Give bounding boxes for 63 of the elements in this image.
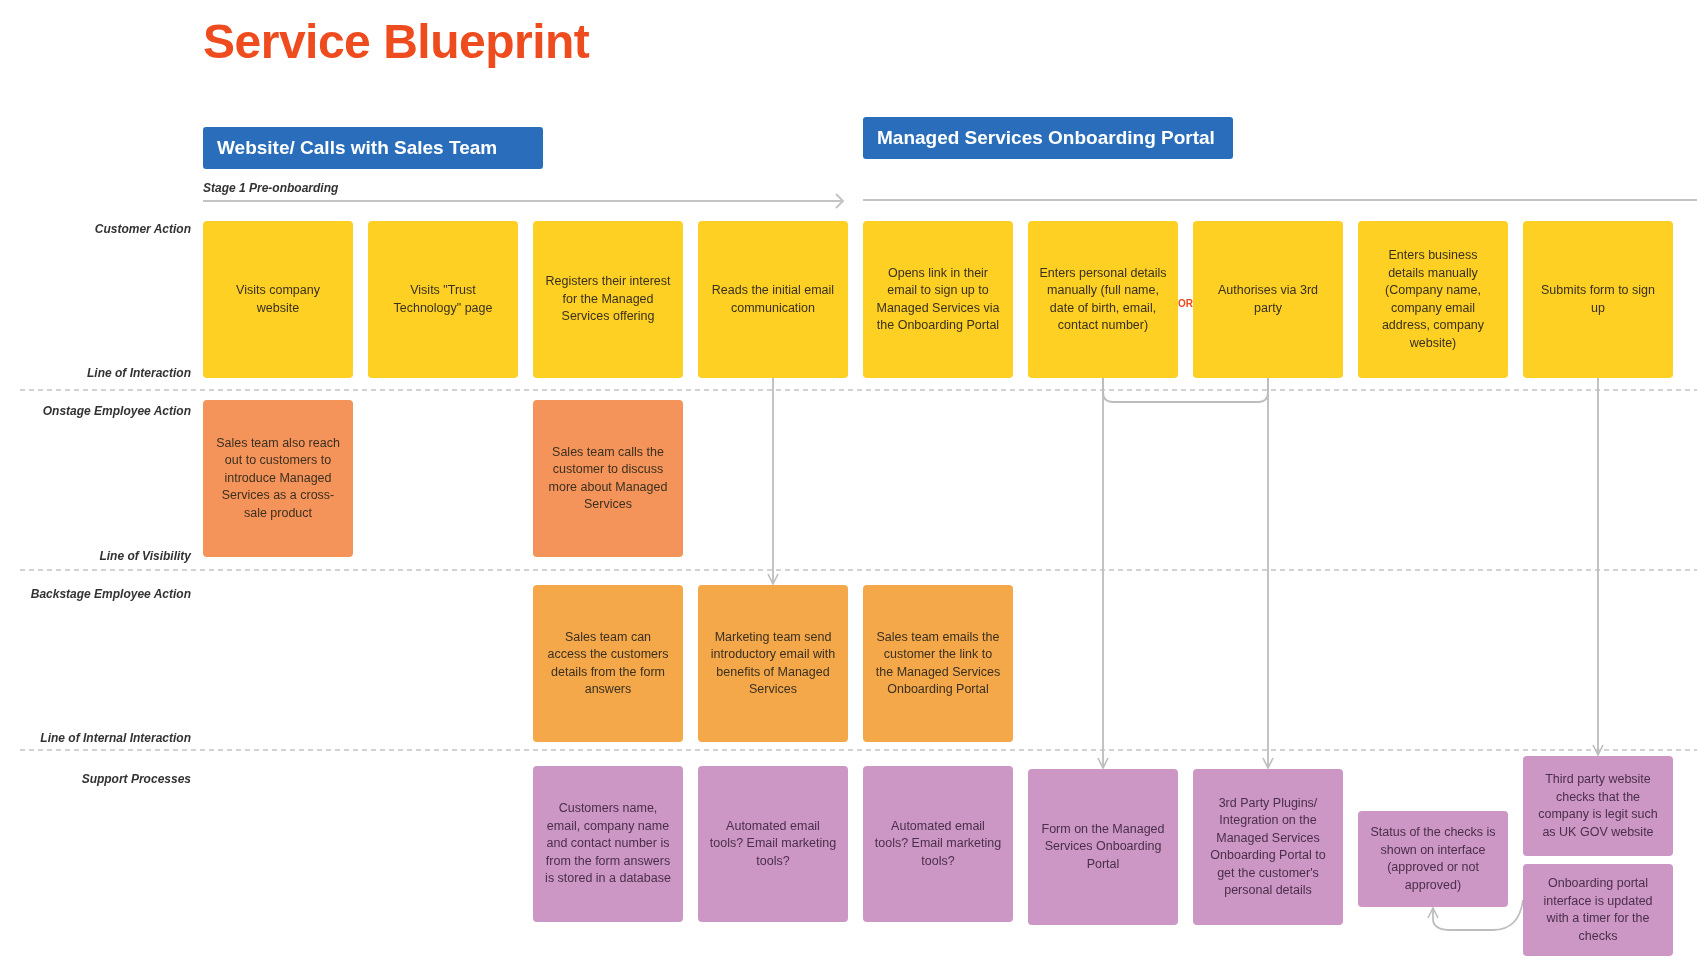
arrow bbox=[1097, 377, 1109, 769]
note-text: Onboarding portal interface is updated with a timer for the checks bbox=[1542, 875, 1654, 945]
note-text: Form on the Managed Services Onboarding Portal bbox=[1040, 820, 1166, 873]
sticky-note bbox=[863, 766, 1013, 922]
arrow bbox=[1592, 377, 1604, 756]
arrow bbox=[1427, 899, 1524, 931]
sticky-note bbox=[203, 400, 353, 557]
note-text: Enters business details manually (Company name, company email address, company website) bbox=[1380, 247, 1486, 352]
sticky-note bbox=[698, 585, 848, 742]
sticky-note bbox=[863, 585, 1013, 742]
sticky-note bbox=[533, 400, 683, 557]
lane-label: Support Processes bbox=[81, 772, 191, 786]
sticky-note bbox=[1028, 221, 1178, 378]
header-text: Website/ Calls with Sales Team bbox=[217, 136, 498, 160]
note-text: Reads the initial email communication bbox=[710, 282, 836, 317]
note-text: Third party website checks that the company is legit such as UK GOV website bbox=[1537, 771, 1659, 841]
lane-label: Backstage Employee Action bbox=[30, 587, 191, 601]
note-text: Status of the checks is shown on interface (approved or not approved) bbox=[1369, 824, 1497, 894]
note-text: Sales team emails the customer the link to the Managed Services Onboarding Portal bbox=[874, 628, 1002, 698]
note-text: Visits "Trust Technology" page bbox=[392, 282, 494, 317]
sticky-note bbox=[1193, 221, 1343, 378]
lane-label: Customer Action bbox=[94, 222, 191, 236]
lane-label: Line of Internal Interaction bbox=[40, 731, 191, 745]
sticky-note bbox=[533, 221, 683, 378]
note-text: Automated email tools? Email marketing tools? bbox=[874, 817, 1002, 870]
sticky-note bbox=[1358, 811, 1508, 907]
sticky-note bbox=[863, 221, 1013, 378]
note-text: Sales team can access the customers details from the form answers bbox=[546, 628, 670, 698]
note-text: Sales team calls the customer to discuss more about Managed Services bbox=[547, 443, 669, 513]
sticky-note bbox=[698, 766, 848, 922]
note-text: Customers name, email, company name and contact number is from the form answers is stored in a database bbox=[544, 800, 672, 888]
lane-label: Line of Interaction bbox=[87, 366, 191, 380]
or-label: OR bbox=[1178, 298, 1193, 309]
section-header-bar bbox=[203, 127, 543, 169]
sticky-note bbox=[533, 766, 683, 922]
note-text: Authorises via 3rd party bbox=[1216, 282, 1320, 317]
note-text: 3rd Party Plugins/ Integration on the Managed Services Onboarding Portal to get the customer's personal details bbox=[1209, 794, 1327, 899]
sticky-note bbox=[1028, 769, 1178, 925]
page-title: Service Blueprint bbox=[203, 14, 590, 69]
note-text: Visits company website bbox=[235, 282, 321, 317]
header-text: Managed Services Onboarding Portal bbox=[877, 126, 1215, 150]
sticky-note bbox=[1523, 864, 1673, 956]
sticky-note bbox=[368, 221, 518, 378]
note-text: Automated email tools? Email marketing tools? bbox=[709, 817, 837, 870]
lane-label: Onstage Employee Action bbox=[42, 404, 191, 418]
note-text: Opens link in their email to sign up to Managed Services via the Onboarding Portal bbox=[875, 264, 1001, 334]
lane-label: Line of Visibility bbox=[99, 549, 191, 563]
note-text: Sales team also reach out to customers to introduce Managed Services as a cross-sale product bbox=[215, 434, 341, 522]
note-text: Submits form to sign up bbox=[1540, 282, 1656, 317]
arrow bbox=[1262, 377, 1274, 769]
section-header-bar bbox=[863, 117, 1233, 159]
sticky-note bbox=[533, 585, 683, 742]
sticky-note bbox=[203, 221, 353, 378]
sticky-note bbox=[1193, 769, 1343, 925]
note-text: Registers their interest for the Managed Services offering bbox=[544, 273, 672, 326]
sticky-note bbox=[1523, 221, 1673, 378]
stage-label: Stage 1 Pre-onboarding bbox=[203, 181, 339, 195]
note-text: Enters personal details manually (full name, date of birth, email, contact number) bbox=[1039, 264, 1167, 334]
sticky-note bbox=[1523, 756, 1673, 856]
note-text: Marketing team send introductory email with benefits of Managed Services bbox=[709, 628, 837, 698]
sticky-note bbox=[1358, 221, 1508, 378]
arrow bbox=[767, 377, 779, 585]
sticky-note bbox=[698, 221, 848, 378]
